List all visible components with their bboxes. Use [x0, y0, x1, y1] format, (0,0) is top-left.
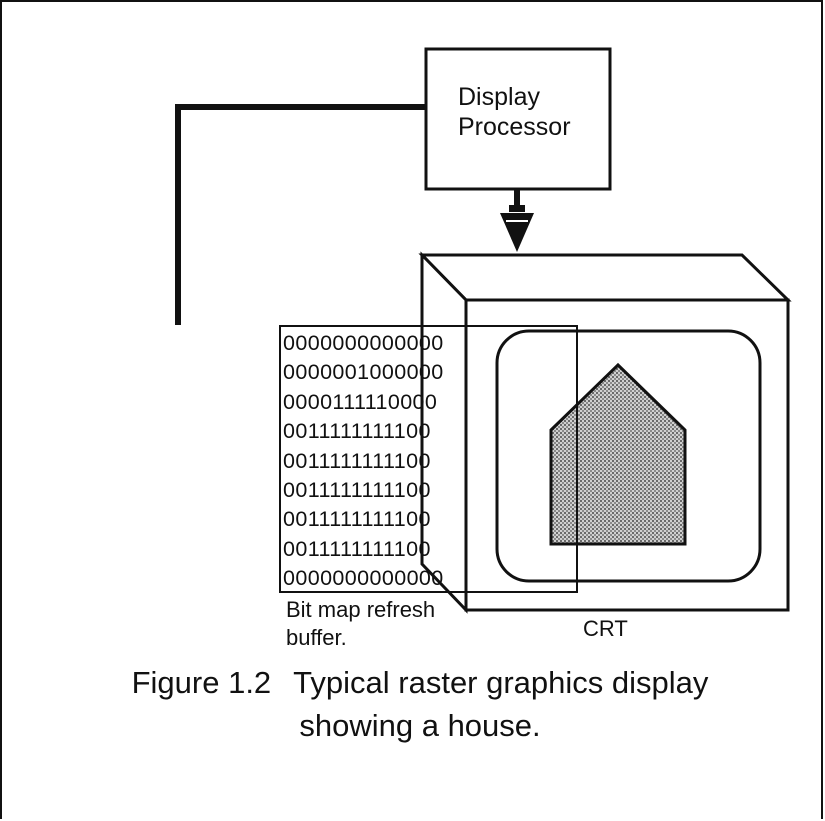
caption-line1: Typical raster graphics display: [293, 665, 709, 700]
processor-to-crt-arrow: [500, 190, 534, 252]
display-processor-box: [424, 47, 612, 191]
bitmap-refresh-buffer: 0000000000000 0000001000000 000011111000…: [279, 325, 578, 593]
buffer-label: Bit map refresh buffer.: [286, 596, 435, 652]
figure-number: Figure 1.2: [131, 665, 272, 700]
figure-caption: Figure 1.2 Typical raster graphics displa…: [40, 661, 800, 747]
house-shape: [549, 362, 687, 546]
buffer-row: 0000000000000: [283, 331, 444, 355]
buffer-row: 0011111111100: [283, 507, 431, 532]
processor-label-line2: Processor: [458, 113, 571, 141]
crt-top-face: [418, 253, 792, 302]
processor-label-line1: Display: [458, 83, 540, 111]
buffer-row: 0000001000000: [283, 360, 444, 385]
buffer-to-processor-line: [175, 104, 426, 325]
buffer-label-line2: buffer.: [286, 625, 347, 650]
buffer-row: 0011111111100: [283, 448, 431, 473]
caption-line2: showing a house.: [299, 708, 541, 743]
buffer-label-line1: Bit map refresh: [286, 597, 436, 622]
display-processor-label: Display Processor: [458, 82, 571, 142]
buffer-row: 0011111111100: [283, 478, 431, 503]
buffer-row: 0011111111100: [283, 536, 431, 561]
crt-label: CRT: [583, 616, 628, 641]
buffer-row: 0000000000000: [283, 566, 444, 591]
buffer-row: 0011111111100: [283, 419, 431, 444]
buffer-row: 0000111110000: [283, 389, 438, 414]
